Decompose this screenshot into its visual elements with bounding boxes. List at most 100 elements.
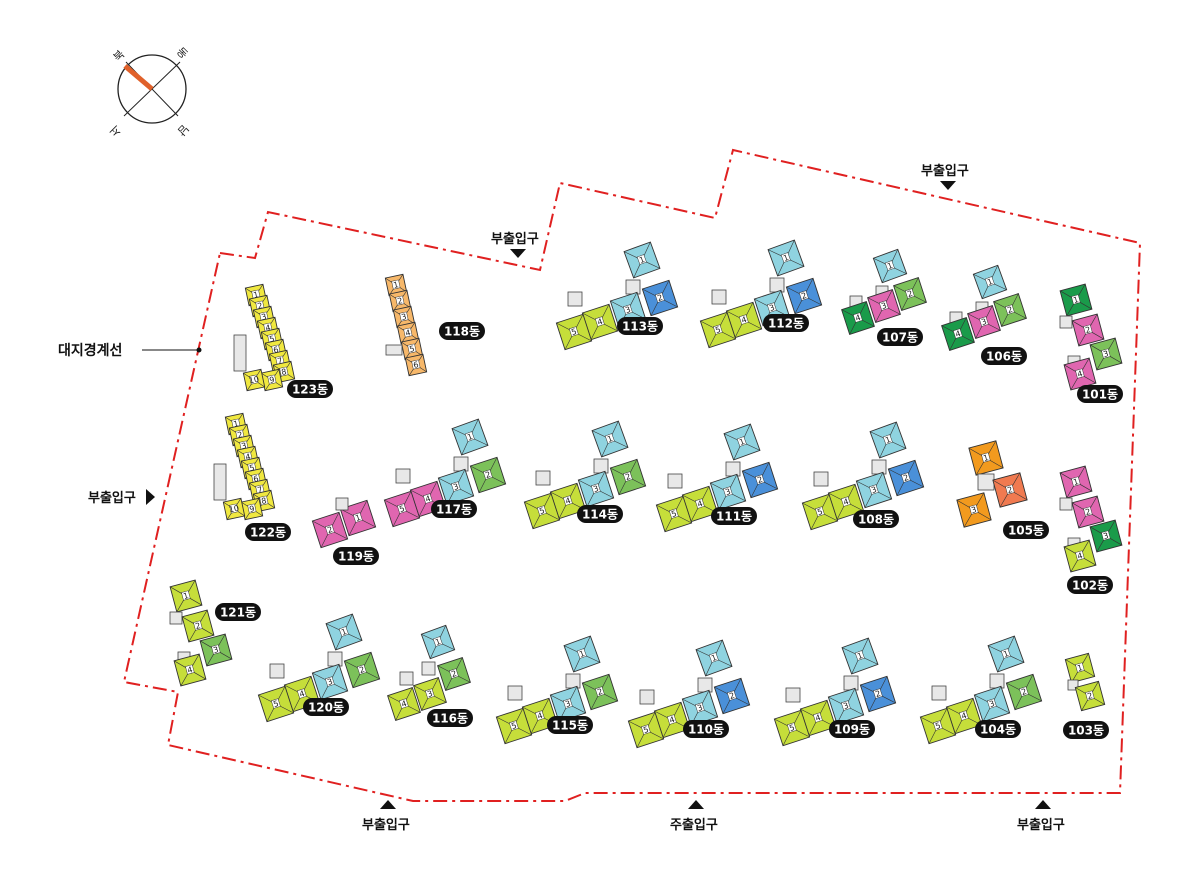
svg-text:2: 2 (596, 687, 604, 697)
building-label: 114동 (582, 508, 618, 522)
svg-text:1: 1 (986, 277, 994, 287)
svg-text:1: 1 (578, 649, 586, 659)
unit: 5 (773, 709, 811, 747)
unit: 4 (827, 483, 865, 521)
building-label: 107동 (882, 331, 918, 345)
core (931, 685, 947, 701)
svg-text:2: 2 (728, 691, 736, 701)
svg-text:4: 4 (960, 711, 968, 721)
core (711, 289, 727, 305)
unit: 5 (495, 707, 533, 745)
svg-text:부출입구: 부출입구 (921, 163, 969, 179)
unit: 3 (709, 473, 747, 511)
unit: 1 (841, 637, 879, 675)
unit: 2 (641, 279, 679, 317)
core (327, 651, 343, 667)
core (1059, 497, 1073, 511)
svg-text:3: 3 (870, 485, 878, 495)
entrance-south-2: 부출입구 (1017, 800, 1065, 833)
svg-text:4: 4 (696, 499, 704, 509)
core (1059, 315, 1073, 329)
core (813, 471, 829, 487)
svg-text:1: 1 (233, 419, 240, 429)
svg-text:1: 1 (782, 253, 790, 263)
svg-text:1: 1 (1076, 663, 1083, 673)
svg-text:1: 1 (253, 290, 260, 300)
unit: 5 (627, 711, 665, 749)
core (213, 463, 227, 501)
svg-text:1: 1 (886, 261, 894, 271)
svg-text:4: 4 (954, 329, 962, 339)
svg-text:2: 2 (800, 291, 808, 301)
building-label: 116동 (432, 712, 468, 726)
svg-text:5: 5 (538, 506, 546, 516)
unit: 3 (577, 470, 615, 508)
unit: 2 (992, 472, 1028, 508)
svg-text:4: 4 (668, 715, 676, 725)
unit: 3 (199, 633, 233, 667)
svg-text:4: 4 (1076, 369, 1083, 379)
core (169, 611, 183, 625)
unit: 2 (609, 458, 647, 496)
entrance-north-2: 부출입구 (921, 163, 969, 190)
svg-text:5: 5 (570, 327, 578, 337)
svg-text:1: 1 (466, 432, 474, 442)
core (335, 497, 349, 511)
compass-east: 동 (174, 45, 190, 61)
svg-text:3: 3 (426, 689, 434, 699)
building-label: 122동 (250, 526, 286, 540)
unit: 2 (887, 459, 925, 497)
unit: 9 (260, 368, 284, 392)
unit: 3 (681, 689, 719, 727)
svg-text:5: 5 (670, 509, 678, 519)
unit: 1 (869, 421, 907, 459)
unit: 1 (563, 635, 601, 673)
svg-text:4: 4 (186, 665, 193, 675)
svg-text:6: 6 (273, 345, 280, 355)
svg-text:4: 4 (298, 689, 306, 699)
svg-text:부출입구: 부출입구 (88, 490, 136, 506)
svg-text:5: 5 (642, 725, 650, 735)
unit: 5 (919, 707, 957, 745)
svg-text:3: 3 (970, 505, 977, 515)
unit: 1 (451, 418, 489, 456)
core (625, 279, 641, 295)
svg-text:2: 2 (756, 475, 764, 485)
unit: 1 (591, 420, 629, 458)
svg-text:3: 3 (241, 441, 248, 451)
svg-text:3: 3 (401, 312, 408, 322)
svg-text:1: 1 (710, 653, 718, 663)
core (785, 687, 801, 703)
svg-text:1: 1 (738, 437, 746, 447)
svg-text:1: 1 (606, 434, 614, 444)
unit: 3 (967, 305, 1001, 339)
core (565, 673, 581, 689)
svg-text:1: 1 (884, 435, 892, 445)
svg-text:2: 2 (624, 472, 632, 482)
unit: 2 (343, 651, 381, 689)
